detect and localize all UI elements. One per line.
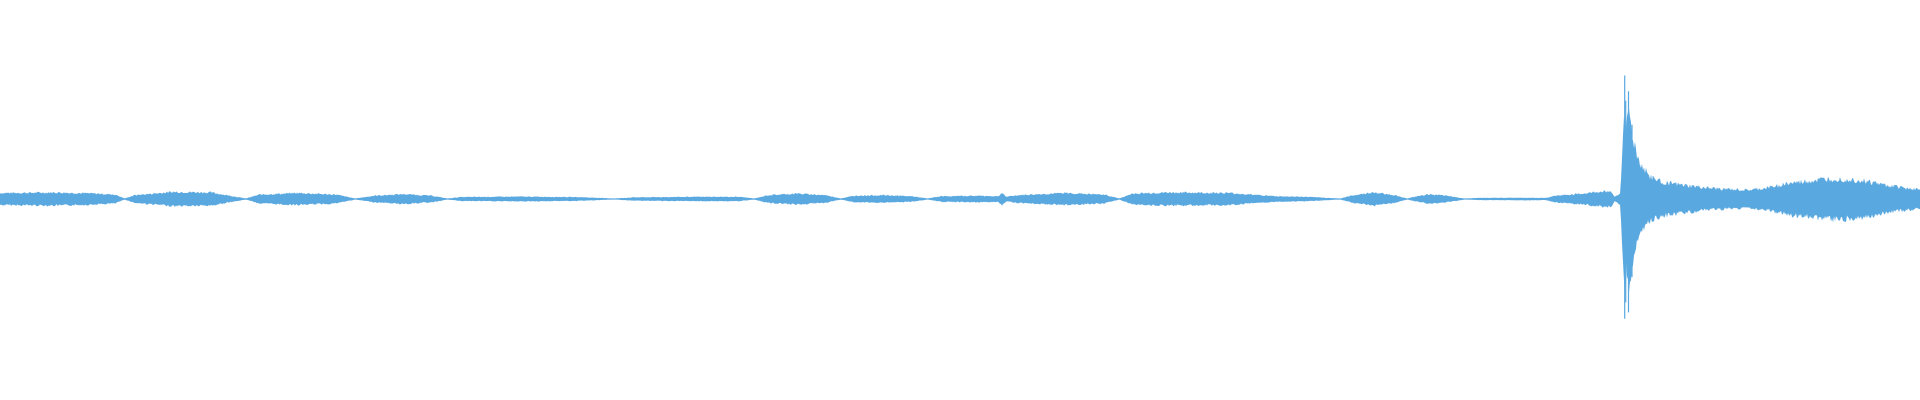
waveform-envelope xyxy=(0,108,1920,295)
waveform-shape xyxy=(0,75,1920,319)
